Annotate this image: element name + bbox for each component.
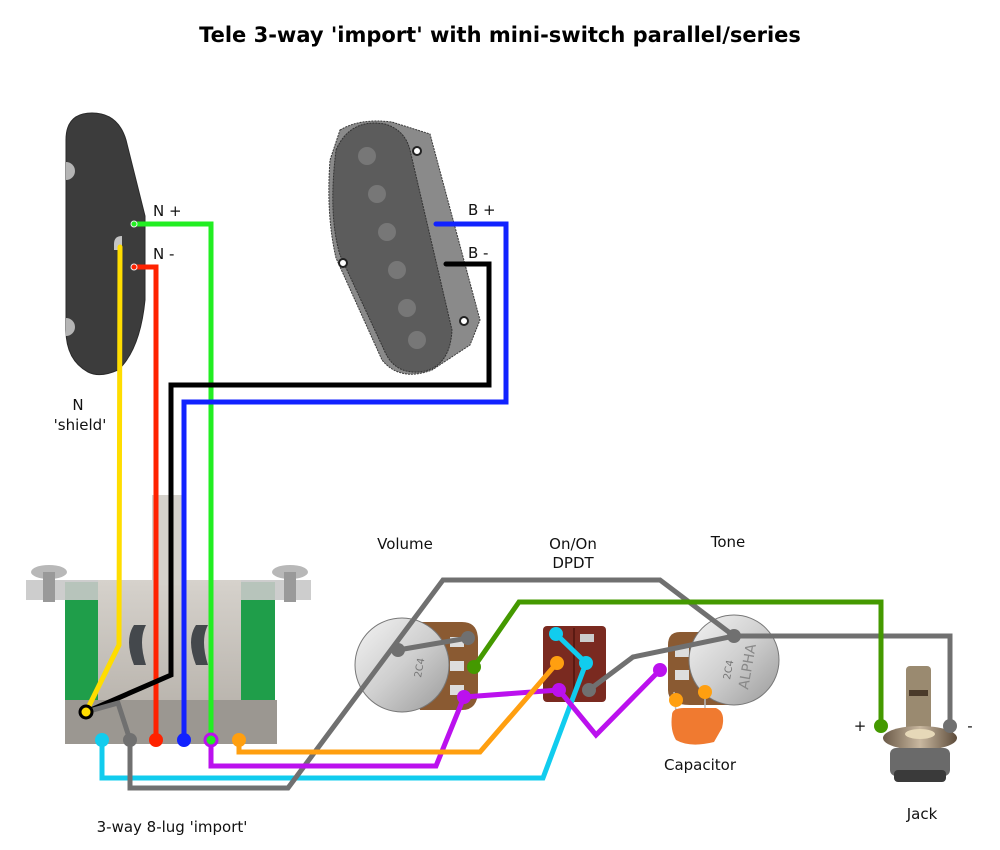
- bridge-pole-1: [358, 147, 376, 165]
- diagram-title: Tele 3-way 'import' with mini-switch par…: [199, 23, 801, 47]
- neck-shield-label-2: 'shield': [54, 416, 107, 434]
- jack-label: Jack: [906, 805, 938, 823]
- neck-pickup: [65, 112, 146, 376]
- selector-lug-4[interactable]: [177, 733, 191, 747]
- jack-thread: [894, 770, 946, 782]
- jack-tip-detail: [909, 690, 928, 696]
- switch-pcb-left: [65, 582, 98, 702]
- selector-lug-3[interactable]: [149, 733, 163, 747]
- dpdt-label-2: DPDT: [552, 554, 594, 572]
- wire-selector-ground[interactable]: [127, 577, 737, 791]
- volume-pot-body: [354, 617, 450, 713]
- bridge-pole-5: [398, 299, 416, 317]
- neck-plus-label: N +: [153, 202, 182, 220]
- bridge-plus-label: B +: [468, 201, 496, 219]
- neck-mount-hole-bottom: [66, 318, 75, 336]
- wire-volume-gray[interactable]: [395, 635, 471, 653]
- volume-lug-1-point[interactable]: [461, 631, 475, 645]
- tone-pot-marking: 2C4: [722, 659, 736, 680]
- volume-wiper-point[interactable]: [467, 660, 481, 674]
- selector-lug-2[interactable]: [123, 733, 137, 747]
- dpdt-lug-5[interactable]: [582, 683, 596, 697]
- switch-pcb-right: [240, 582, 275, 702]
- tone-lug-2: [675, 670, 689, 680]
- switch-screw-left-shaft: [43, 572, 55, 602]
- wires: [83, 221, 953, 791]
- jack-minus-label: -: [967, 717, 972, 735]
- wire-cyan[interactable]: [99, 631, 589, 781]
- selector-lug-6[interactable]: [232, 733, 246, 747]
- wire-ground-jack[interactable]: [731, 633, 953, 729]
- selector-lug-1[interactable]: [95, 733, 109, 747]
- wire-neck-shield[interactable]: [83, 244, 123, 715]
- switch-screw-right-shaft: [284, 572, 296, 602]
- bridge-pole-6: [408, 331, 426, 349]
- bridge-screw-hole-2: [338, 258, 348, 268]
- tone-body-ground[interactable]: [727, 629, 741, 643]
- volume-pot-marking: 2C4: [413, 657, 427, 678]
- wire-bridge-plus[interactable]: [181, 221, 509, 743]
- wire-bridge-minus[interactable]: [83, 261, 492, 715]
- solder-points: [78, 220, 957, 748]
- neck-shield-label-1: N: [72, 396, 83, 414]
- dpdt-lug-4[interactable]: [552, 683, 566, 697]
- jack-socket: [905, 729, 935, 739]
- bridge-pole-3: [378, 223, 396, 241]
- tone-label: Tone: [710, 533, 746, 551]
- jack-sleeve-lug[interactable]: [943, 719, 957, 733]
- switch-slot-right: [191, 625, 208, 665]
- dpdt-lug-2[interactable]: [579, 656, 593, 670]
- tone-lug-1: [675, 647, 689, 657]
- wire-neck-minus[interactable]: [131, 264, 159, 743]
- tone-lug-point[interactable]: [653, 663, 667, 677]
- wire-neck-plus[interactable]: [131, 221, 214, 743]
- volume-lug-3: [450, 685, 464, 695]
- bridge-pole-2: [368, 185, 386, 203]
- wire-gray-lug-bend[interactable]: [83, 699, 133, 743]
- selector-ground-lug[interactable]: [78, 704, 94, 720]
- bridge-minus-label: B -: [468, 244, 488, 262]
- bridge-pole-4: [388, 261, 406, 279]
- jack-nut: [890, 748, 950, 776]
- labels: N + N - N 'shield' B + B - 3-way 8-lug '…: [54, 201, 973, 836]
- capacitor-solder-2[interactable]: [698, 685, 712, 699]
- switch-slot-left: [129, 625, 146, 665]
- selector-switch-label: 3-way 8-lug 'import': [97, 818, 248, 836]
- selector-lug-5[interactable]: [203, 732, 219, 748]
- neck-pickup-body: [65, 112, 146, 376]
- volume-lug-3-point[interactable]: [457, 690, 471, 704]
- wire-volume-out[interactable]: [471, 599, 884, 729]
- jack-tip-contact: [906, 666, 931, 731]
- volume-body-ground[interactable]: [391, 643, 405, 657]
- volume-lug-2: [450, 661, 464, 671]
- volume-label: Volume: [377, 535, 433, 553]
- dpdt-lug-1[interactable]: [549, 627, 563, 641]
- dpdt-lug-3[interactable]: [550, 656, 564, 670]
- bridge-pickup-coil: [332, 122, 453, 373]
- jack-tip-lug[interactable]: [874, 719, 888, 733]
- neck-minus-label: N -: [153, 245, 174, 263]
- bridge-pickup: [328, 120, 481, 375]
- jack-plus-label: +: [854, 717, 867, 735]
- neck-plus-lug[interactable]: [130, 220, 138, 228]
- capacitor-label: Capacitor: [664, 756, 737, 774]
- bridge-screw-hole-1: [412, 146, 422, 156]
- capacitor-solder-1[interactable]: [669, 693, 683, 707]
- tone-pot-brand: ALPHA: [736, 642, 760, 690]
- dpdt-label-1: On/On: [549, 535, 597, 553]
- bridge-screw-hole-3: [459, 316, 469, 326]
- dpdt-toggle: [580, 634, 594, 642]
- neck-mount-hole-top: [66, 162, 75, 180]
- neck-minus-lug[interactable]: [130, 263, 138, 271]
- capacitor-body: [671, 708, 724, 745]
- wire-dpdt-to-tone[interactable]: [586, 633, 737, 693]
- output-jack[interactable]: [883, 666, 957, 782]
